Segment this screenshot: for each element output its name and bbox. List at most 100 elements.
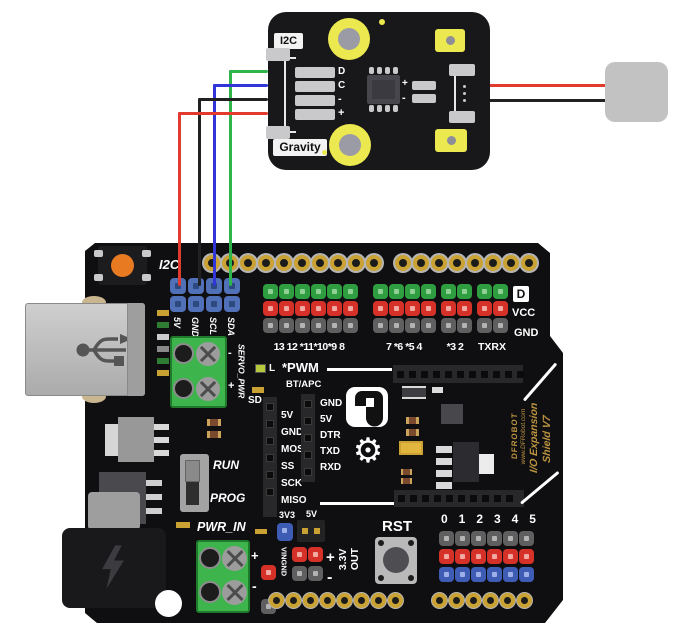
out-minus-mark: -: [327, 569, 333, 586]
prog-label: PROG: [210, 491, 246, 505]
module-gravity-label: Gravity: [273, 139, 327, 156]
trace: [284, 57, 296, 59]
product-line2: Shield V7: [541, 414, 553, 464]
out-plus-mark: +: [326, 549, 335, 566]
header-hole: [304, 451, 312, 459]
sd-pin-miso: MISO: [281, 495, 307, 506]
gold-pad: [286, 593, 301, 608]
smd-component: [157, 358, 169, 364]
gnd-wire-black: [198, 98, 268, 101]
analog-pin-numbers: 0 1 2 3 4 5: [441, 512, 536, 526]
ic-pin: [393, 105, 398, 112]
smd-component: [157, 322, 169, 328]
digital-pin: [327, 284, 342, 299]
pin-label-d: D: [338, 66, 346, 77]
lightning-icon: [100, 544, 126, 595]
digital-vcc-row: [263, 301, 358, 316]
header-hole: [482, 495, 489, 502]
gold-pad: [413, 255, 429, 271]
digital-pin: [477, 284, 492, 299]
gold-pad: [348, 255, 364, 271]
dot: [463, 92, 466, 95]
terminal-screw: [196, 342, 220, 366]
analog-pin: [455, 567, 470, 582]
dfrobot-logo-icon: [346, 387, 388, 427]
pin-label-minus: -: [338, 93, 342, 105]
regulator-tab: [105, 424, 118, 456]
digital-pin: [389, 284, 404, 299]
regulator-leg: [146, 494, 162, 500]
smd-component: [157, 346, 169, 352]
probe-wire-red: [468, 84, 607, 87]
analog-pin: [455, 549, 470, 564]
usb-connector: [25, 303, 145, 396]
analog-pin: [439, 567, 454, 582]
i2c-header-pin: [170, 278, 186, 294]
vcc-pin: [441, 301, 456, 316]
vcc-pin: [493, 301, 508, 316]
digital-pin: [441, 284, 456, 299]
analog-gnd-row: [439, 567, 534, 582]
pin-pad-c: [295, 81, 335, 92]
edge-pad: [449, 64, 475, 76]
reset-button-pad: [94, 250, 103, 257]
digital-gnd-row: [263, 318, 358, 333]
chip-minus-mark: -: [402, 92, 406, 104]
i2c-header-pin: [224, 296, 240, 312]
trace-bracket-right: [454, 68, 456, 120]
servo-minus-mark: -: [228, 347, 232, 359]
digital-pin: [295, 284, 310, 299]
vcc-pin: [477, 301, 492, 316]
digital-pin: [343, 284, 358, 299]
gnd-pins: [292, 566, 323, 581]
terminal-screw: [222, 546, 247, 571]
bt-pin-txd: TXD: [320, 446, 340, 457]
gnd-pin: [308, 566, 323, 581]
smd-component: [176, 522, 190, 528]
scl-wire-blue: [213, 84, 216, 286]
gnd-pin: [373, 318, 388, 333]
header-hole: [398, 495, 405, 502]
i2c-header-pin: [188, 296, 204, 312]
smd-transistor: [441, 404, 463, 424]
resistor: [401, 478, 412, 484]
bt-apc-strip: [301, 394, 315, 482]
switch-knob: [185, 460, 200, 482]
out-33-block: 3.3V OUT: [337, 548, 361, 571]
gnd-pin: [263, 318, 278, 333]
vcc-edge-label: VCC: [512, 307, 536, 319]
gnd-pin: [389, 318, 404, 333]
bt-pin-5v: 5V: [320, 414, 333, 425]
analog-pin: [471, 549, 486, 564]
ic-chip-face: [372, 80, 395, 99]
vcc-pin: [295, 301, 310, 316]
analog-vcc-row: [439, 549, 534, 564]
gnd-pin: [327, 318, 342, 333]
gold-pad: [312, 255, 328, 271]
resistor: [207, 419, 221, 426]
top-header-pads-right: [395, 255, 537, 271]
header-hole: [397, 370, 404, 378]
bt-pin-dtr: DTR: [320, 430, 341, 441]
mounting-hole: [155, 590, 182, 617]
header-hole: [446, 495, 453, 502]
header-hole: [266, 471, 274, 479]
probe-sensor: [605, 62, 668, 122]
gold-pad: [500, 593, 515, 608]
out-33-label: 3.3V: [337, 548, 349, 571]
female-header: [394, 490, 524, 507]
jumper-pin: [302, 528, 308, 534]
gravity-i2c-module: I2C Gravity D C - + + -: [266, 12, 490, 170]
gnd-wire-black: [198, 98, 201, 286]
edge-pad: [449, 111, 475, 123]
smd-pad: [436, 446, 452, 453]
gold-pad: [467, 255, 483, 271]
smd-capacitor: [399, 441, 423, 455]
sd-pin-sck: SCK: [281, 478, 303, 489]
digital-pin: [457, 284, 472, 299]
gold-pad: [276, 255, 292, 271]
header-hole: [266, 454, 274, 462]
analog-pin: [439, 549, 454, 564]
gold-pad: [449, 255, 465, 271]
dc-jack-barrel: [88, 492, 140, 530]
